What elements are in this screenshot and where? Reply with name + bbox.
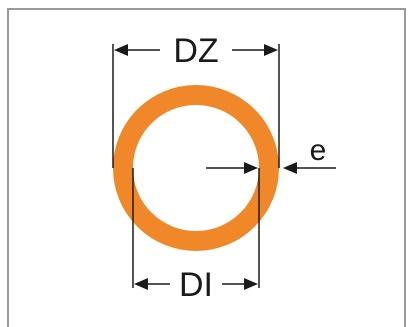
dz-arrow-right-icon	[264, 44, 278, 56]
di-label: DI	[179, 266, 213, 304]
e-label: e	[310, 134, 327, 167]
dz-arrow-left-icon	[114, 44, 128, 56]
frame-border	[7, 8, 406, 327]
e-arrow-inner-icon	[244, 162, 258, 174]
di-arrow-left-icon	[134, 278, 148, 290]
e-arrow-outer-icon	[283, 162, 297, 174]
pipe-ring	[113, 85, 279, 251]
dz-label: DZ	[173, 32, 218, 70]
di-arrow-right-icon	[244, 278, 258, 290]
